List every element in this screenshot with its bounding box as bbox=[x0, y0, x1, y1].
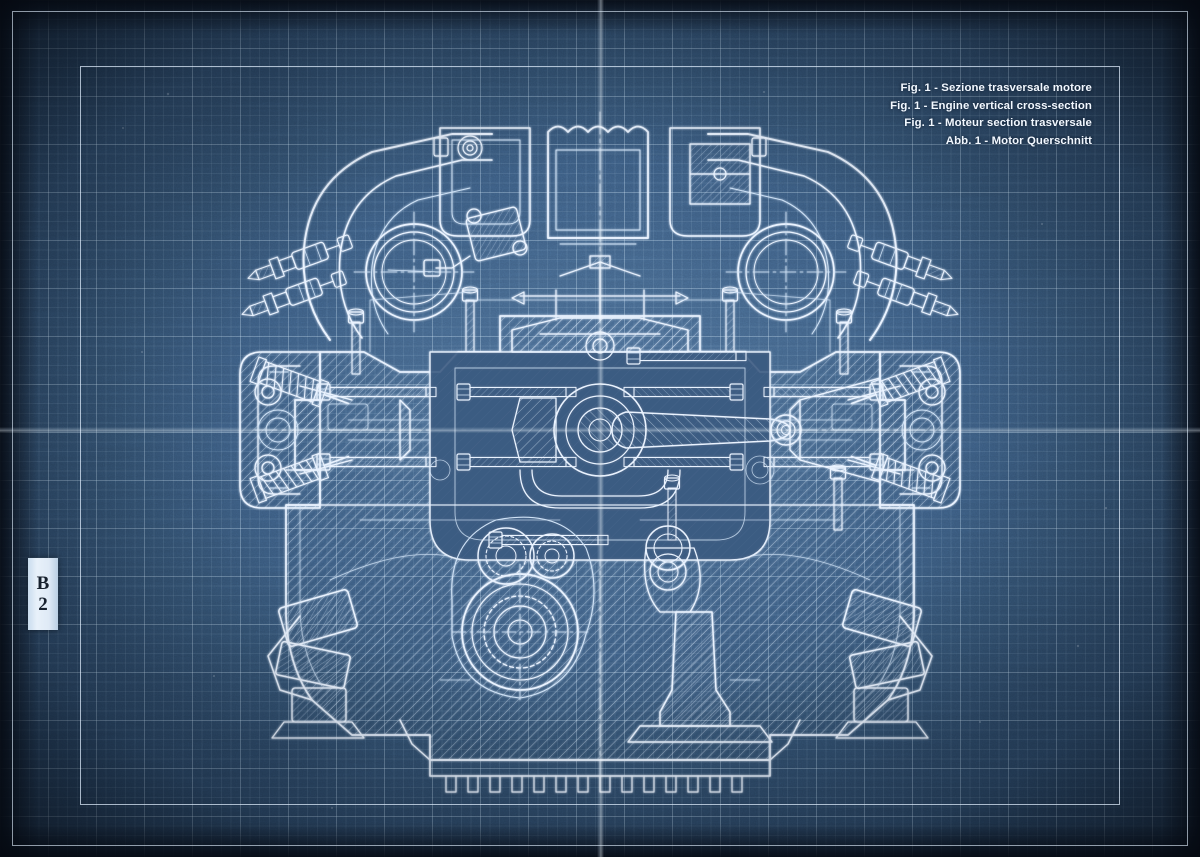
inner-drawing-frame bbox=[80, 66, 1120, 805]
index-tab-number: 2 bbox=[38, 594, 48, 615]
index-tab-letter: B bbox=[36, 573, 50, 594]
caption-line-fr: Fig. 1 - Moteur section trasversale bbox=[904, 117, 1092, 130]
caption-line-en: Fig. 1 - Engine vertical cross-section bbox=[890, 99, 1092, 112]
caption-line-de: Abb. 1 - Motor Querschnitt bbox=[945, 134, 1092, 147]
outer-border-frame bbox=[12, 11, 1188, 846]
caption-line-it: Fig. 1 - Sezione trasversale motore bbox=[900, 82, 1092, 94]
figure-caption-block: Fig. 1 - Sezione trasversale motore Fig.… bbox=[890, 80, 1092, 150]
index-tab: B 2 bbox=[28, 558, 58, 630]
